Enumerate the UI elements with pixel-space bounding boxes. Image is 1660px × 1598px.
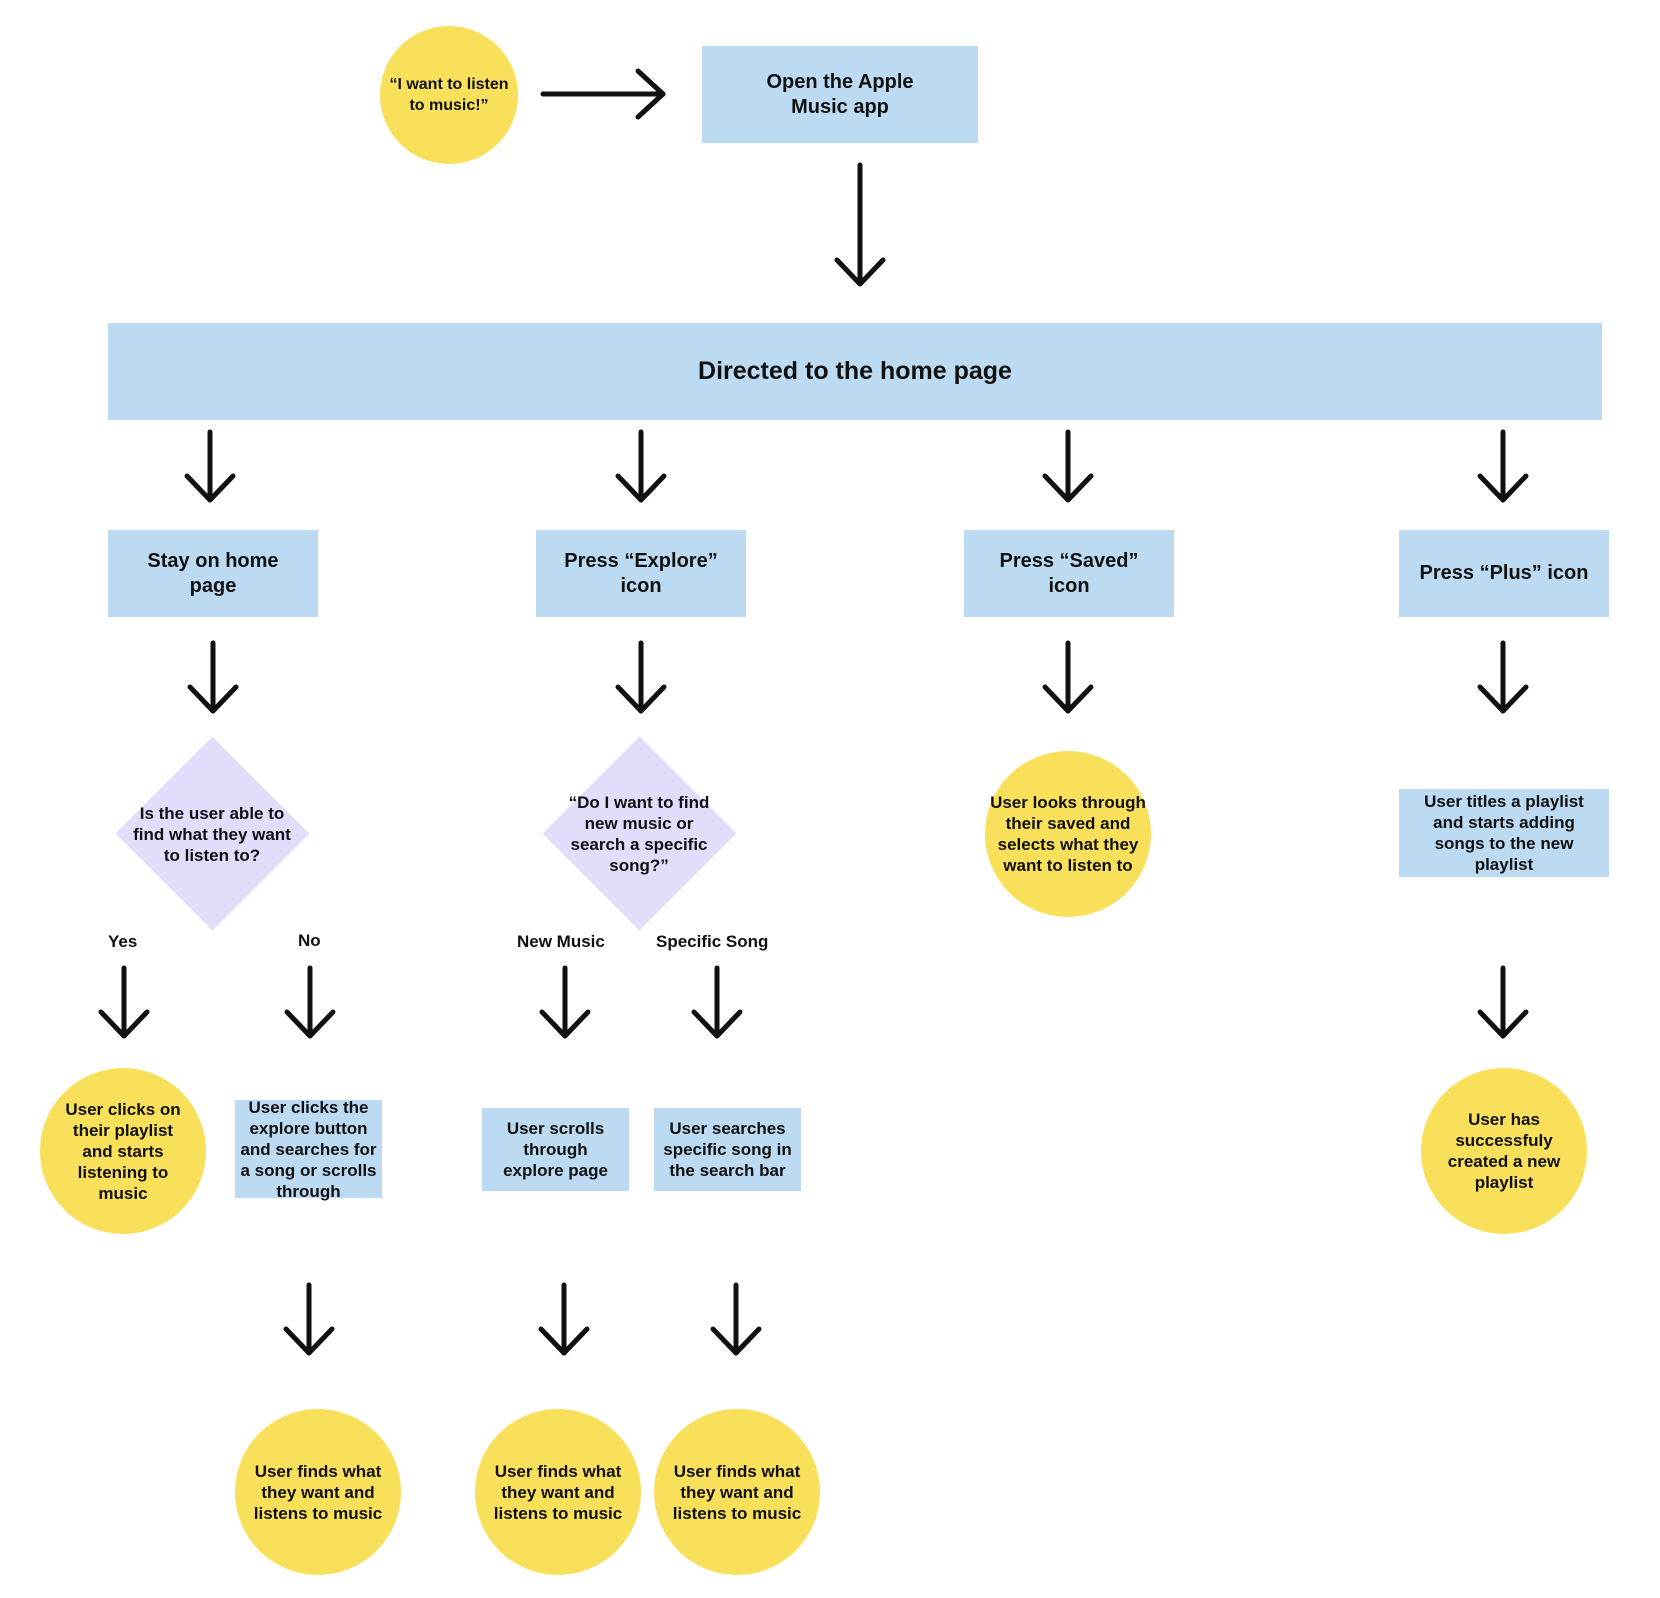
specific-song-label: Specific Song (656, 932, 769, 951)
arrow-open-to-home (834, 162, 886, 287)
plus-titles-box: User titles a playlist and starts adding… (1399, 789, 1609, 877)
arrow-home-to-explore (615, 429, 667, 503)
arrow-plus-to-titles (1477, 640, 1529, 714)
find-decision-text: Is the user able to find what they want … (133, 803, 291, 865)
final-no-text: User finds what they want and listens to… (253, 1461, 383, 1523)
press-saved-box: Press “Saved” icon (964, 530, 1174, 617)
plus-done-text: User has successfuly created a new playl… (1447, 1110, 1561, 1192)
new-music-label: New Music (517, 932, 605, 951)
arrow-new-music (539, 965, 591, 1039)
saved-browse-text: User looks through their saved and selec… (990, 793, 1146, 875)
plus-done-circle: User has successfuly created a new playl… (1421, 1068, 1587, 1234)
search-song-text: User searches specific song in the searc… (663, 1119, 792, 1180)
press-explore-text: Press “Explore” icon (564, 549, 718, 597)
stay-home-box: Stay on home page (108, 530, 318, 617)
arrow-home-to-saved (1042, 429, 1094, 503)
press-saved-text: Press “Saved” icon (999, 549, 1139, 597)
scroll-explore-text: User scrolls through explore page (503, 1119, 608, 1180)
arrow-yes (98, 965, 150, 1039)
start-text: “I want to listen to music!” (389, 76, 509, 114)
search-song-box: User searches specific song in the searc… (654, 1108, 801, 1191)
arrow-titles-to-done (1477, 965, 1529, 1039)
saved-browse-circle: User looks through their saved and selec… (985, 751, 1151, 917)
arrow-start-to-open (540, 68, 666, 120)
final-specific-text: User finds what they want and listens to… (672, 1461, 802, 1523)
arrow-specific-song (691, 965, 743, 1039)
arrow-search-to-final (710, 1282, 762, 1356)
home-page-text: Directed to the home page (698, 357, 1012, 385)
arrow-scroll-to-final (538, 1282, 590, 1356)
arrow-no (284, 965, 336, 1039)
final-specific-circle: User finds what they want and listens to… (654, 1409, 820, 1575)
open-app-box: Open the Apple Music app (702, 46, 978, 143)
home-page-banner: Directed to the home page (108, 323, 1602, 420)
arrow-saved-to-browse (1042, 640, 1094, 714)
stay-home-text: Stay on home page (147, 549, 279, 597)
arrow-stay-to-question (187, 640, 239, 714)
final-new-text: User finds what they want and listens to… (493, 1461, 623, 1523)
yes-result-text: User clicks on their playlist and starts… (65, 1099, 181, 1203)
no-label: No (298, 931, 321, 950)
arrow-explore-to-question (615, 640, 667, 714)
plus-titles-text: User titles a playlist and starts adding… (1424, 792, 1584, 874)
final-new-circle: User finds what they want and listens to… (475, 1409, 641, 1575)
new-music-decision-text: “Do I want to find new music or search a… (568, 793, 710, 875)
no-result-box: User clicks the explore button and searc… (235, 1098, 382, 1201)
open-app-text: Open the Apple Music app (766, 70, 914, 118)
scroll-explore-box: User scrolls through explore page (482, 1108, 629, 1191)
press-plus-text: Press “Plus” icon (1419, 562, 1589, 584)
final-no-circle: User finds what they want and listens to… (235, 1409, 401, 1575)
start-circle: “I want to listen to music!” (380, 26, 518, 164)
arrow-home-to-plus (1477, 429, 1529, 503)
arrow-no-to-final (283, 1282, 335, 1356)
arrow-home-to-stay (184, 429, 236, 503)
yes-result-circle: User clicks on their playlist and starts… (40, 1068, 206, 1234)
no-result-text: User clicks the explore button and searc… (240, 1097, 377, 1201)
press-plus-box: Press “Plus” icon (1399, 530, 1609, 617)
press-explore-box: Press “Explore” icon (536, 530, 746, 617)
yes-label: Yes (108, 932, 138, 951)
